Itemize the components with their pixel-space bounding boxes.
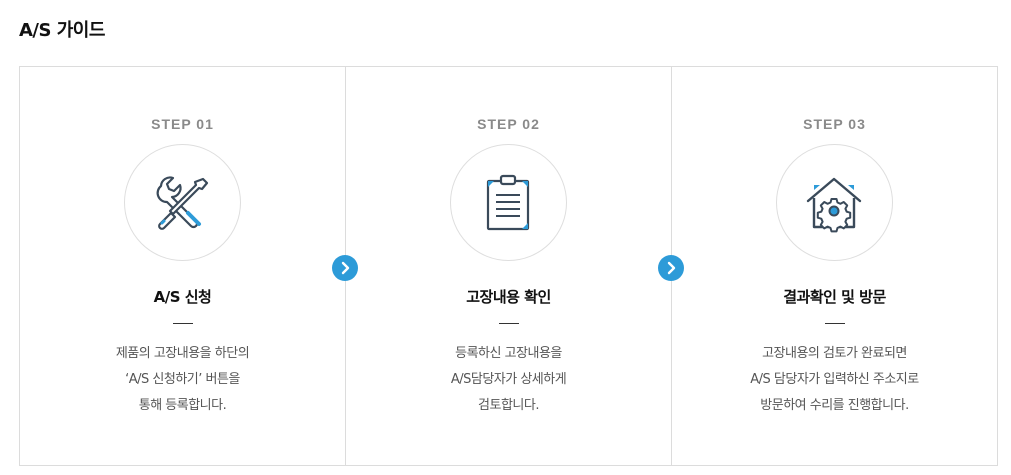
step-description: 제품의 고장내용을 하단의 ‘A/S 신청하기’ 버튼을 통해 등록합니다. bbox=[30, 341, 335, 419]
clipboard-icon bbox=[486, 174, 530, 230]
step-divider bbox=[498, 323, 519, 324]
step-title: 고장내용 확인 bbox=[466, 288, 551, 306]
step-description-line: 고장내용의 검토가 완료되면 bbox=[762, 346, 907, 361]
step-description-line: A/S담당자가 상세하게 bbox=[450, 372, 567, 387]
step-icon-circle bbox=[449, 144, 567, 261]
next-step-arrow-button[interactable] bbox=[332, 255, 358, 281]
chevron-right-icon bbox=[341, 261, 350, 275]
step-description-line: 검토합니다. bbox=[478, 398, 539, 413]
house-gear-icon bbox=[806, 177, 862, 232]
step-description-line: 통해 등록합니다. bbox=[138, 398, 227, 413]
step-description-line: A/S 담당자가 입력하신 주소지로 bbox=[750, 372, 919, 387]
page-title: A/S 가이드 bbox=[19, 20, 105, 41]
wrench-screwdriver-icon bbox=[156, 175, 209, 230]
step-2-card: STEP 02 고장내용 확인 등록하신 고장내용을 A/S담당자가 상세하게 … bbox=[345, 67, 684, 465]
step-description-line: ‘A/S 신청하기’ 버튼을 bbox=[125, 372, 240, 387]
step-description-line: 제품의 고장내용을 하단의 bbox=[115, 346, 250, 361]
step-label: STEP 01 bbox=[151, 116, 214, 132]
step-label: STEP 02 bbox=[477, 116, 540, 132]
step-divider bbox=[172, 323, 193, 324]
chevron-right-icon bbox=[667, 261, 676, 275]
step-title: 결과확인 및 방문 bbox=[783, 288, 886, 306]
step-3-card: STEP 03 결과확인 및 방문 고장내용의 검토가 완 bbox=[671, 67, 997, 465]
step-1-card: STEP 01 A/S 신청 제품의 고장내용을 하단의 ‘A/S 신청하기’ … bbox=[20, 67, 358, 465]
as-guide-steps: STEP 01 A/S 신청 제품의 고장내용을 하단의 ‘A/S 신청하기’ … bbox=[19, 66, 998, 466]
step-description-line: 등록하신 고장내용을 bbox=[455, 346, 562, 361]
step-icon-circle bbox=[123, 144, 241, 261]
step-description: 고장내용의 검토가 완료되면 A/S 담당자가 입력하신 주소지로 방문하여 수… bbox=[682, 341, 987, 419]
step-divider bbox=[824, 323, 845, 324]
step-description-line: 방문하여 수리를 진행합니다. bbox=[760, 398, 909, 413]
step-description: 등록하신 고장내용을 A/S담당자가 상세하게 검토합니다. bbox=[356, 341, 661, 419]
step-icon-circle bbox=[775, 144, 893, 261]
next-step-arrow-button[interactable] bbox=[658, 255, 684, 281]
step-label: STEP 03 bbox=[803, 116, 866, 132]
step-title: A/S 신청 bbox=[153, 288, 212, 306]
